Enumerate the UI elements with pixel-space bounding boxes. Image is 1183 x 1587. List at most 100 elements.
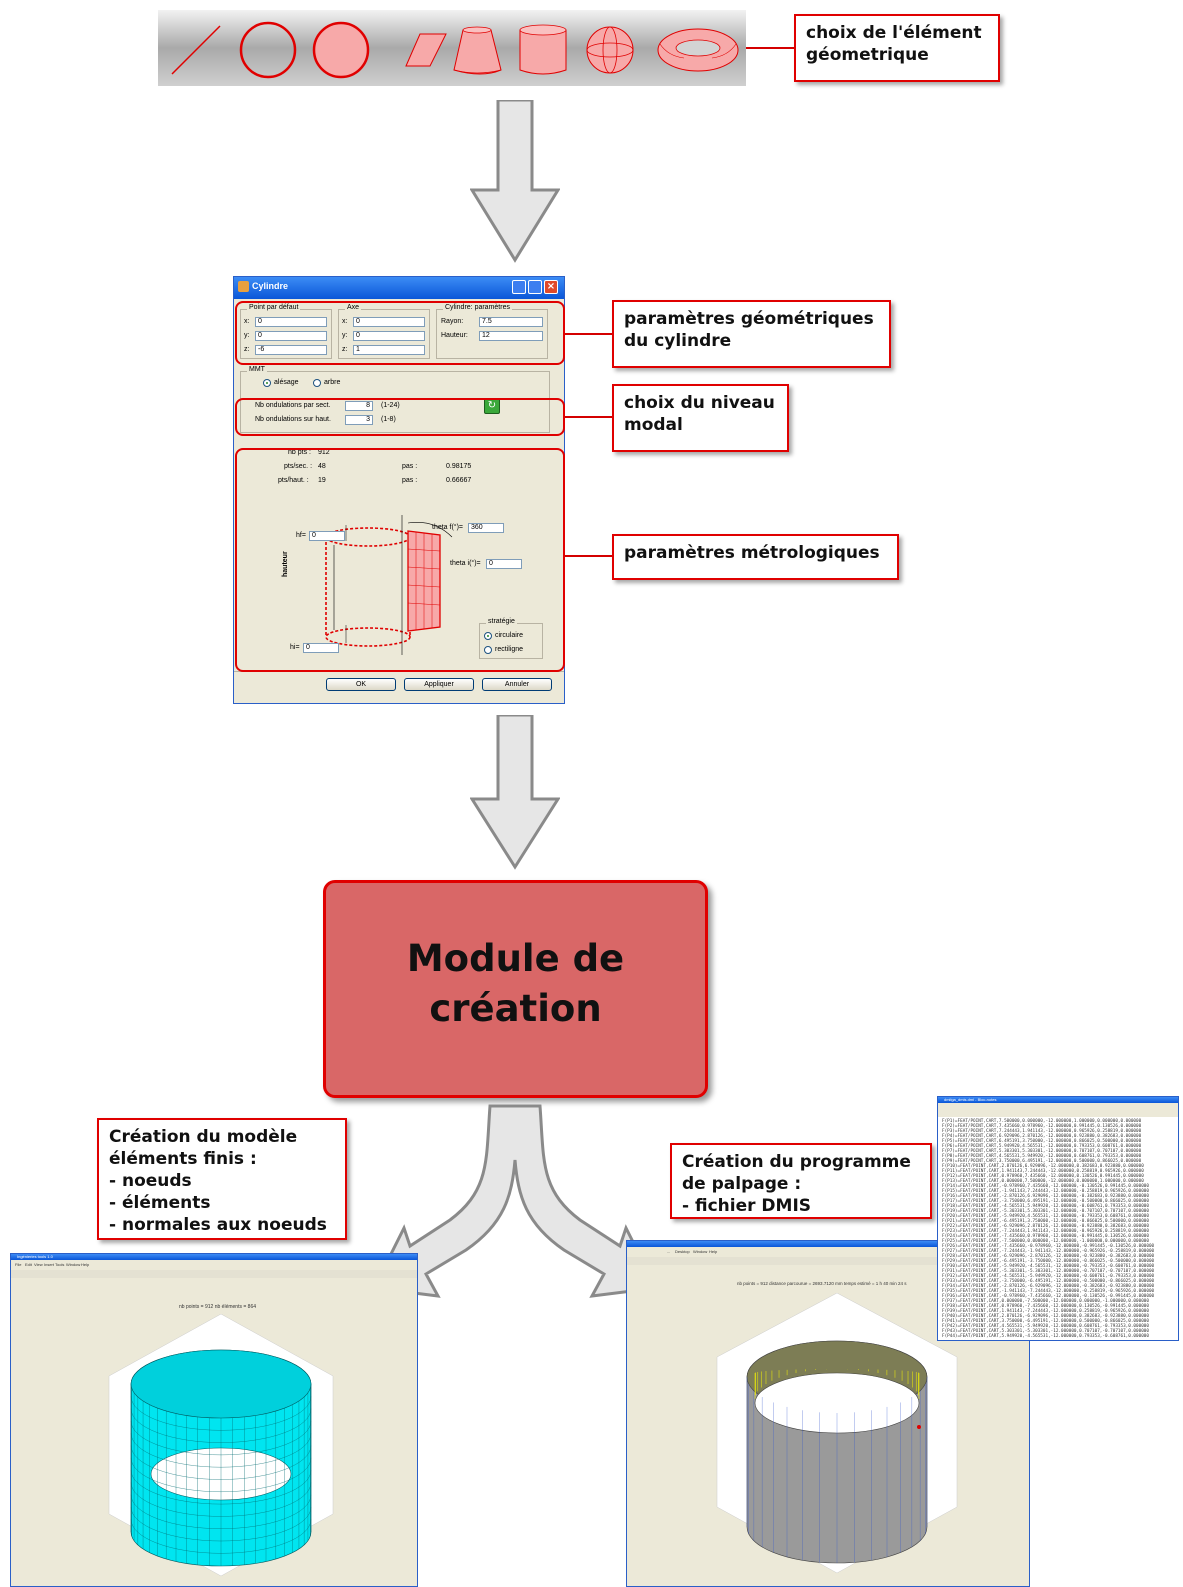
ok-button[interactable]: OK [326, 678, 396, 691]
menu-bar: File Edit View Insert Tools Window Help [11, 1260, 417, 1270]
annotation-geom-choice: choix de l'élément géometrique [794, 14, 1000, 82]
point-y-field[interactable]: 0 [255, 331, 327, 341]
menu-item[interactable]: Help [709, 1249, 718, 1254]
annotation-line: - noeuds [109, 1171, 192, 1191]
group-label: stratégie [486, 618, 517, 625]
dmis-line: F(P25)=FEAT/POINT,CART,-7.500000,0.00000… [942, 1239, 1149, 1244]
alesage-radio[interactable] [263, 379, 271, 387]
disc-icon[interactable] [312, 21, 370, 79]
menu-item[interactable]: Insert [44, 1262, 55, 1267]
hf-field[interactable]: 0 [309, 531, 345, 541]
module-title-line: création [429, 987, 602, 1030]
thetai-label: theta i(°)= [450, 560, 481, 567]
menu-item[interactable]: Window [66, 1262, 81, 1267]
strategie-group: stratégie circulaire rectiligne [479, 618, 543, 659]
dialog-title: Cylindre [252, 281, 289, 291]
menu-item[interactable]: Window [693, 1249, 708, 1254]
app-icon [238, 281, 249, 292]
menu-item[interactable]: File [15, 1262, 22, 1267]
dmis-line: F(P9)=FEAT/POINT,CART,3.750000,6.495191,… [942, 1159, 1142, 1164]
dmis-line: F(P3)=FEAT/POINT,CART,7.244443,1.941143,… [942, 1129, 1142, 1134]
menu-item[interactable]: Tools [55, 1262, 65, 1267]
window-titlebar[interactable] [627, 1241, 1029, 1247]
point-z-field[interactable]: -6 [255, 345, 327, 355]
probe-path-plot [716, 1293, 958, 1574]
nbpts-value: 912 [318, 449, 330, 456]
dmis-line: F(P11)=FEAT/POINT,CART,1.941143,7.244443… [942, 1169, 1144, 1174]
dmis-line: F(P19)=FEAT/POINT,CART,-5.303301,5.30330… [942, 1209, 1149, 1214]
dmis-line: F(P30)=FEAT/POINT,CART,-5.949920,-4.5655… [942, 1264, 1155, 1269]
annotation-geom-params: paramètres géométriques du cylindre [612, 300, 891, 368]
close-icon[interactable]: × [544, 280, 558, 294]
annotation-line: choix de l'élément [806, 23, 982, 43]
axe-y-field[interactable]: 0 [353, 331, 425, 341]
dmis-line: F(P33)=FEAT/POINT,CART,-3.750000,-6.4951… [942, 1279, 1155, 1284]
menu-bar: ... Desktop Window Help [627, 1247, 1029, 1257]
ondulations-sect-field[interactable]: 8 [345, 401, 373, 411]
dmis-line: F(P40)=FEAT/POINT,CART,2.870126,-6.92909… [942, 1314, 1149, 1319]
module-title-line: Module de [406, 937, 625, 980]
sphere-icon[interactable] [586, 26, 634, 74]
dmis-line: F(P18)=FEAT/POINT,CART,-4.565531,5.94992… [942, 1204, 1149, 1209]
figure-toolbar [627, 1257, 1029, 1265]
cone-icon[interactable] [453, 26, 502, 75]
rayon-field[interactable]: 7.5 [479, 317, 543, 327]
menu-item[interactable]: Help [81, 1262, 90, 1267]
maximize-icon[interactable] [528, 280, 542, 294]
dialog-titlebar[interactable]: Cylindre × [234, 277, 564, 299]
highlight-modal-level [235, 398, 565, 436]
minimize-icon[interactable] [512, 280, 526, 294]
pas-label: pas : [402, 463, 418, 470]
hf-label: hf= [296, 532, 306, 539]
dmis-line: F(P21)=FEAT/POINT,CART,-6.495191,3.75000… [942, 1219, 1149, 1224]
highlight-metro-params [235, 448, 565, 672]
dmis-line: F(P41)=FEAT/POINT,CART,3.750000,-6.49519… [942, 1319, 1149, 1324]
annotation-line: éléments finis : [109, 1149, 257, 1169]
menu-item[interactable]: View [34, 1262, 43, 1267]
window-titlebar[interactable]: Ingénieries tools 1.0 [11, 1254, 417, 1260]
menu-item[interactable]: Desktop [675, 1249, 690, 1254]
menu-item[interactable]: Edit [25, 1262, 32, 1267]
dmis-line: F(P26)=FEAT/POINT,CART,-7.435660,-0.9789… [942, 1244, 1155, 1249]
annotation-line: du cylindre [624, 331, 732, 351]
group-label: Point par défaut [247, 304, 301, 311]
axe-z-field[interactable]: 1 [353, 345, 425, 355]
dmis-text-area[interactable]: F(P1)=FEAT/POINT,CART,7.500000,0.000000,… [938, 1119, 1178, 1340]
axe-group: Axe x: 0 y: 0 z: 1 [338, 304, 430, 359]
dmis-line: F(P2)=FEAT/POINT,CART,7.435660,0.978960,… [942, 1124, 1142, 1129]
line-icon[interactable] [171, 25, 221, 75]
thetaf-field[interactable]: 360 [468, 523, 504, 533]
field-label: x: [244, 318, 250, 325]
point-x-field[interactable]: 0 [255, 317, 327, 327]
annotation-line: de palpage : [682, 1174, 802, 1194]
fe-model-window: Ingénieries tools 1.0 File Edit View Ins… [10, 1253, 418, 1587]
fe-mesh-plot [108, 1314, 334, 1577]
point-group: Point par défaut x: 0 y: 0 z: -6 [240, 304, 332, 359]
geometry-toolbar [158, 10, 746, 86]
dmis-line: F(P28)=FEAT/POINT,CART,-6.929096,-2.8701… [942, 1254, 1155, 1259]
arbre-radio[interactable] [313, 379, 321, 387]
circulaire-radio[interactable] [484, 632, 492, 640]
ondulations-haut-field[interactable]: 3 [345, 415, 373, 425]
plane-icon[interactable] [405, 33, 447, 67]
down-arrow-icon [470, 100, 560, 263]
hauteur-field[interactable]: 12 [479, 331, 543, 341]
torus-icon[interactable] [657, 28, 739, 72]
dmis-line: F(P4)=FEAT/POINT,CART,6.929096,2.870126,… [942, 1134, 1142, 1139]
nbpts-label: nb pts : [288, 449, 311, 456]
hi-field[interactable]: 0 [303, 643, 339, 653]
annotation-modal-level: choix du niveau modal [612, 384, 789, 452]
menu-item[interactable]: ... [667, 1249, 671, 1254]
thetai-field[interactable]: 0 [486, 559, 522, 569]
annuler-button[interactable]: Annuler [482, 678, 552, 691]
ondulations-haut-label: Nb ondulations sur haut. [255, 416, 331, 423]
rectiligne-radio[interactable] [484, 646, 492, 654]
axe-x-field[interactable]: 0 [353, 317, 425, 327]
cylinder-icon[interactable] [519, 24, 567, 75]
down-arrow-icon [470, 715, 560, 870]
group-label: MMT [247, 366, 267, 373]
circle-outline-icon[interactable] [239, 21, 297, 79]
appliquer-button[interactable]: Appliquer [404, 678, 474, 691]
window-titlebar[interactable]: dmiiga_dmis.dmi - Bloc-notes [938, 1097, 1178, 1103]
arbre-label: arbre [324, 379, 341, 386]
